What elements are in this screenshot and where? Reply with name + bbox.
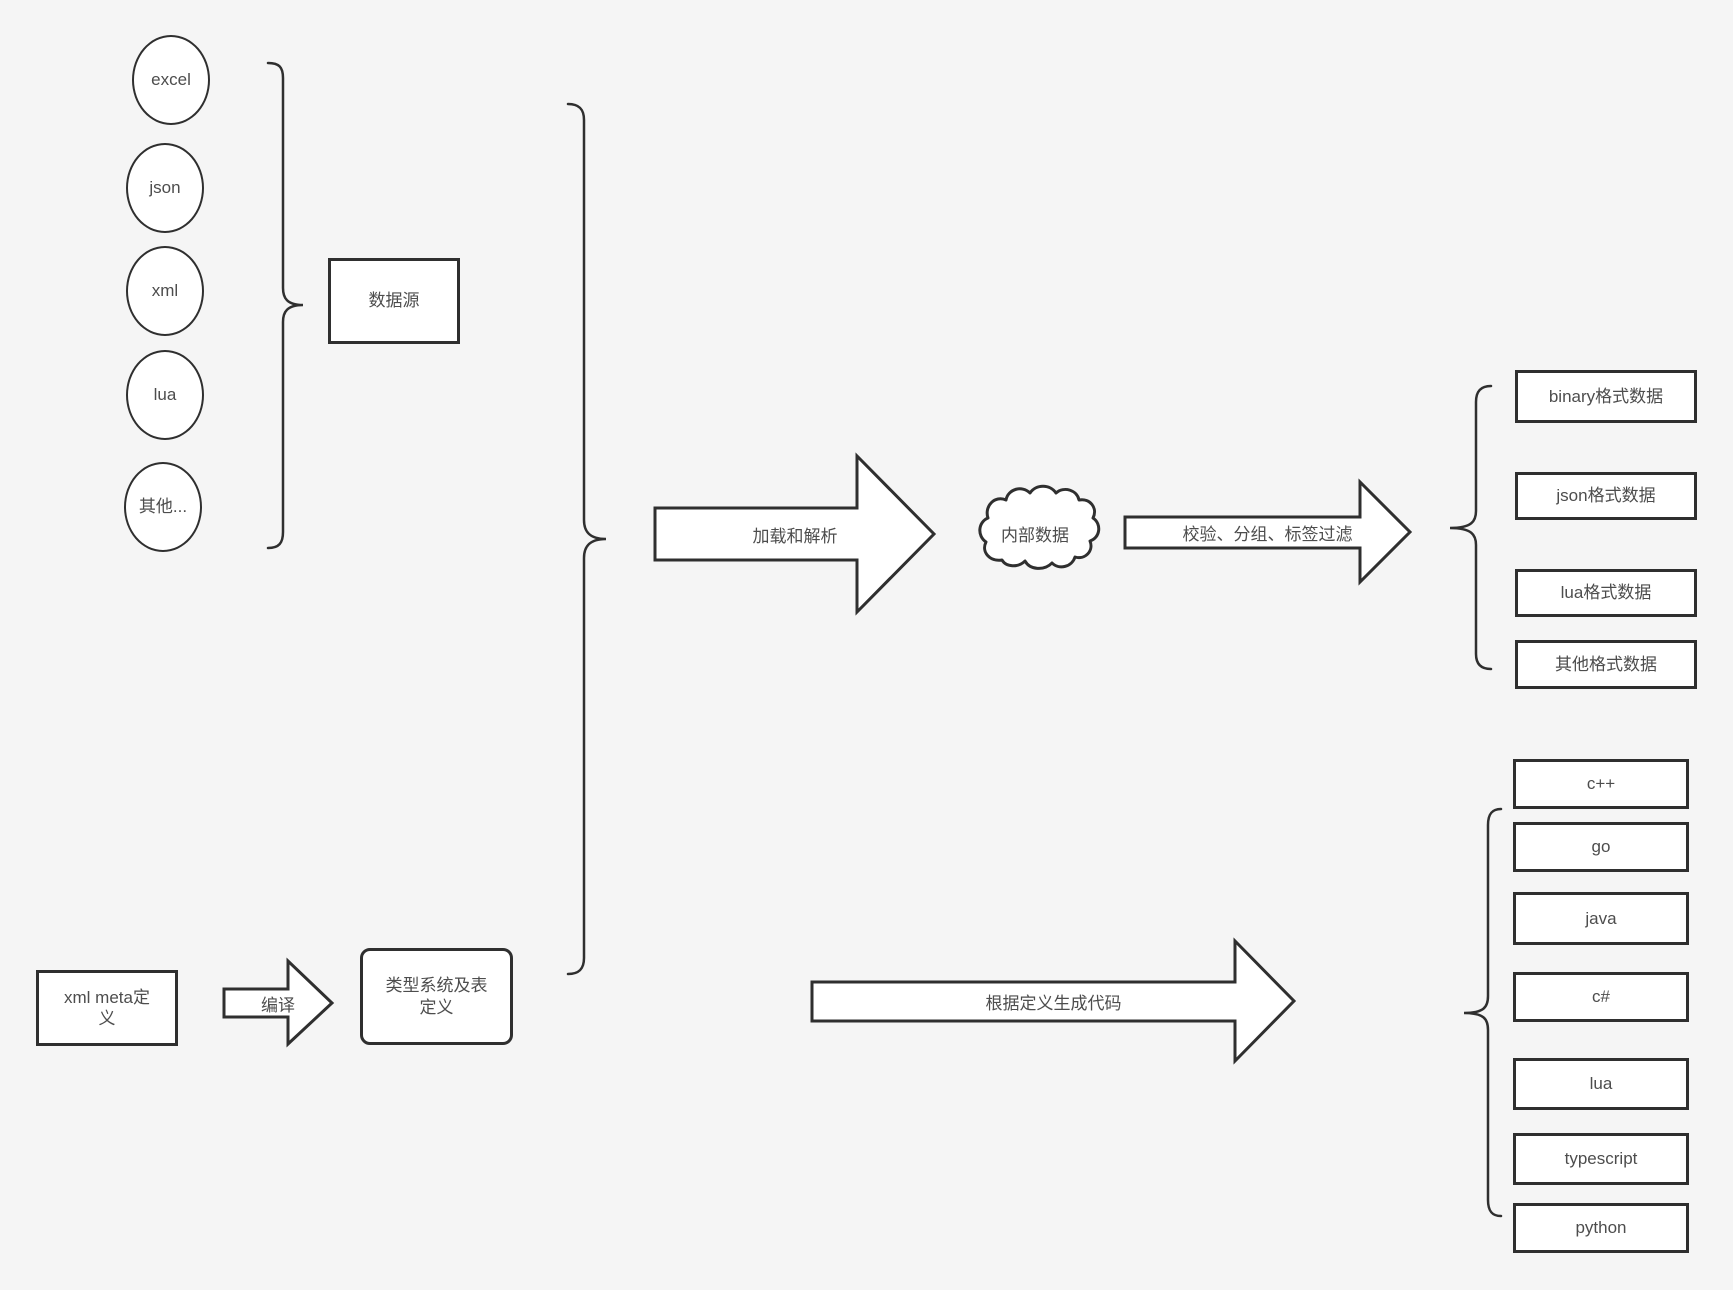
format-box-lua: lua格式数据 <box>1515 569 1697 617</box>
sources-brace <box>268 63 303 548</box>
language-box-java: java <box>1513 892 1689 945</box>
filter-arrow <box>1125 482 1410 582</box>
language-box-cpp: c++ <box>1513 759 1689 809</box>
language-box-lua: lua <box>1513 1058 1689 1110</box>
data-source-box: 数据源 <box>328 258 460 344</box>
xml-meta-box: xml meta定义 <box>36 970 178 1046</box>
language-box-python: python <box>1513 1203 1689 1253</box>
format-box-binary: binary格式数据 <box>1515 370 1697 423</box>
source-node-xml: xml <box>126 246 204 336</box>
type-system-box: 类型系统及表定义 <box>360 948 513 1045</box>
languages-brace <box>1464 809 1501 1216</box>
internal-data-cloud <box>980 486 1099 568</box>
output-formats-brace <box>1450 386 1491 669</box>
load-parse-arrow <box>655 456 934 612</box>
source-node-excel: excel <box>132 35 210 125</box>
source-node-json: json <box>126 143 204 233</box>
format-box-json: json格式数据 <box>1515 472 1697 520</box>
compile-arrow <box>224 961 332 1044</box>
source-node-other: 其他... <box>124 462 202 552</box>
source-node-lua: lua <box>126 350 204 440</box>
codegen-arrow <box>812 941 1294 1061</box>
language-box-csharp: c# <box>1513 972 1689 1022</box>
language-box-go: go <box>1513 822 1689 872</box>
language-box-typescript: typescript <box>1513 1133 1689 1185</box>
format-box-other: 其他格式数据 <box>1515 640 1697 689</box>
left-side-brace <box>568 104 606 974</box>
